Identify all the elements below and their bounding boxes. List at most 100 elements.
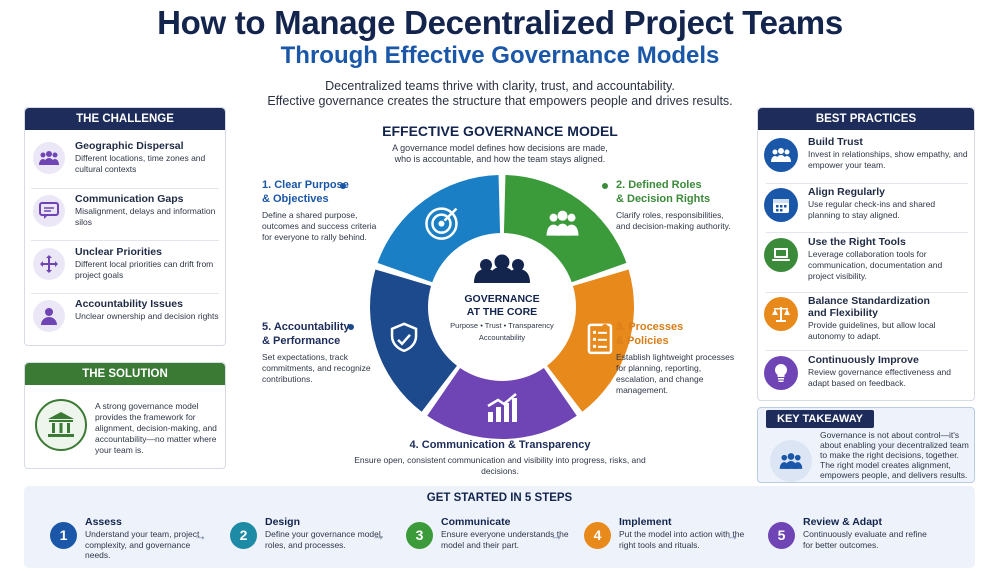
model-heading: EFFECTIVE GOVERNANCE MODEL <box>382 123 618 139</box>
model-description: A governance model defines how decisions… <box>392 143 608 164</box>
step-desc: Define your governance model, roles, and… <box>265 529 384 550</box>
institution-columns-icon <box>35 399 87 451</box>
step-number: 2 <box>230 522 257 549</box>
practice-desc: Leverage collaboration tools for communi… <box>808 249 943 281</box>
four-way-arrows-icon <box>33 248 65 280</box>
practice-title: Balance Standardization and Flexibility <box>808 295 930 319</box>
practice-desc: Invest in relationships, show empathy, a… <box>808 149 968 170</box>
steps-heading: GET STARTED IN 5 STEPS <box>426 492 573 504</box>
team-group-icon <box>33 142 65 174</box>
checklist-icon <box>587 323 613 355</box>
bar-chart-icon <box>487 393 517 422</box>
solution-heading: THE SOLUTION <box>25 363 225 385</box>
key-takeaway-text: Governance is not about control—it's abo… <box>820 430 969 480</box>
practice-desc: Provide guidelines, but allow local auto… <box>808 320 936 341</box>
challenge-desc: Unclear ownership and decision rights <box>75 311 219 321</box>
practice-desc: Use regular check-ins and shared plannin… <box>808 199 936 220</box>
divider <box>766 183 968 184</box>
step-title: Implement <box>619 516 672 528</box>
core-label: GOVERNANCE AT THE CORE Purpose • Trust •… <box>450 293 554 342</box>
segment-purpose: 1. Clear Purpose & Objectives Define a s… <box>262 179 377 242</box>
arrow-right-icon: → <box>726 528 739 543</box>
segment-purpose-arc <box>377 175 501 283</box>
segment-accountability-arc <box>370 269 457 412</box>
divider <box>766 292 968 293</box>
practice-title: Continuously Improve <box>808 354 919 366</box>
practice-desc: Review governance effectiveness and adap… <box>808 367 952 388</box>
practice-item: Continuously Improve Review governance e… <box>764 354 970 406</box>
step-number: 1 <box>50 522 77 549</box>
segment-roles: 2. Defined Roles & Decision Rights Clari… <box>616 179 731 231</box>
challenge-heading: THE CHALLENGE <box>25 108 225 130</box>
team-icon <box>546 210 579 236</box>
challenge-item: Geographic Dispersal Different locations… <box>31 138 221 188</box>
step-number: 3 <box>406 522 433 549</box>
lightbulb-icon <box>764 356 798 390</box>
step-desc: Continuously evaluate and refine for bet… <box>803 529 927 550</box>
challenge-item: Unclear Priorities Different local prior… <box>31 244 221 294</box>
calendar-icon <box>764 188 798 222</box>
practice-item: Balance Standardization and Flexibility … <box>764 295 970 347</box>
team-group-icon <box>770 440 812 482</box>
challenge-desc: Different locations, time zones and cult… <box>75 153 206 174</box>
step-title: Communicate <box>441 516 511 528</box>
page-subtitle: Through Effective Governance Models <box>280 42 720 69</box>
divider <box>31 293 219 294</box>
step-communicate: 3 Communicate Ensure everyone understand… <box>406 516 576 564</box>
shield-check-icon <box>390 322 418 353</box>
practice-title: Build Trust <box>808 136 863 148</box>
practice-title: Use the Right Tools <box>808 236 906 248</box>
divider <box>766 350 968 351</box>
practice-title: Align Regularly <box>808 186 886 198</box>
challenge-title: Accountability Issues <box>75 298 183 310</box>
governance-wheel <box>370 175 634 439</box>
connector-dot <box>348 324 354 330</box>
divider <box>766 232 968 233</box>
divider <box>31 188 219 189</box>
key-takeaway-panel: KEY TAKEAWAY Governance is not about con… <box>757 407 975 483</box>
step-number: 5 <box>768 522 795 549</box>
practice-item: Use the Right Tools Leverage collaborati… <box>764 236 970 288</box>
connector-dot <box>340 183 346 189</box>
connector-dot <box>602 183 608 189</box>
intro-text: Decentralized teams thrive with clarity,… <box>267 79 733 108</box>
practice-item: Build Trust Invest in relationships, sho… <box>764 136 970 188</box>
arrow-right-icon: → <box>194 528 207 543</box>
step-number: 4 <box>584 522 611 549</box>
challenge-panel: THE CHALLENGE Geographic Dispersal Diffe… <box>24 107 226 346</box>
step-design: 2 Design Define your governance model, r… <box>230 516 400 564</box>
segment-processes: 3. Processes & Policies Establish lightw… <box>616 321 735 395</box>
page-title: How to Manage Decentralized Project Team… <box>157 4 843 41</box>
challenge-title: Geographic Dispersal <box>75 140 184 152</box>
wheel-core <box>432 237 572 377</box>
steps-panel: GET STARTED IN 5 STEPS 1 Assess Understa… <box>24 486 975 568</box>
key-takeaway-heading: KEY TAKEAWAY <box>766 410 874 428</box>
step-desc: Put the model into action with the right… <box>619 529 745 550</box>
challenge-desc: Misalignment, delays and information sil… <box>75 206 216 227</box>
solution-text: A strong governance model provides the f… <box>95 401 217 455</box>
people-group-icon <box>474 254 530 283</box>
step-desc: Understand your team, project complexity… <box>85 529 200 560</box>
best-practices-panel: BEST PRACTICES Build Trust Invest in rel… <box>757 107 975 401</box>
step-implement: 4 Implement Put the model into action wi… <box>584 516 754 564</box>
segment-accountability: 5. Accountability & Performance Set expe… <box>262 321 371 384</box>
arrow-right-icon: → <box>550 528 563 543</box>
step-desc: Ensure everyone understands the model an… <box>441 529 569 550</box>
challenge-item: Communication Gaps Misalignment, delays … <box>31 191 221 241</box>
laptop-icon <box>764 238 798 272</box>
challenge-item: Accountability Issues Unclear ownership … <box>31 296 221 346</box>
best-practices-heading: BEST PRACTICES <box>758 108 974 130</box>
practice-item: Align Regularly Use regular check-ins an… <box>764 186 970 238</box>
challenge-title: Unclear Priorities <box>75 246 162 258</box>
step-title: Design <box>265 516 301 528</box>
person-icon <box>33 300 65 332</box>
people-circle-icon <box>764 138 798 172</box>
chat-bubble-icon <box>33 195 65 227</box>
step-title: Assess <box>85 516 122 528</box>
challenge-title: Communication Gaps <box>75 193 184 205</box>
step-title: Review & Adapt <box>803 516 882 528</box>
target-icon <box>425 207 458 240</box>
step-review: 5 Review & Adapt Continuously evaluate a… <box>768 516 938 564</box>
step-assess: 1 Assess Understand your team, project c… <box>50 516 220 564</box>
segment-communication: 4. Communication & Transparency Ensure o… <box>354 439 646 476</box>
